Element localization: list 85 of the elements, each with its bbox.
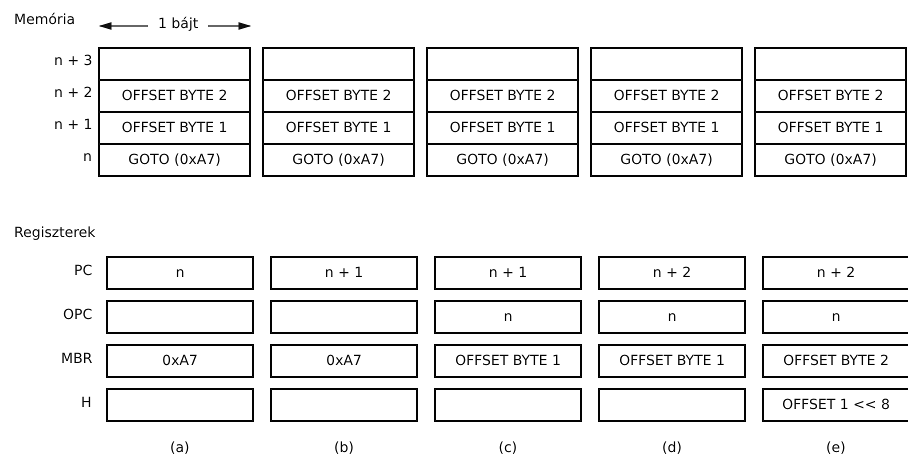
cell-value: OFFSET BYTE 1 — [122, 120, 228, 136]
register-cell — [762, 256, 908, 290]
memory-cell — [426, 111, 579, 145]
cell-value: n — [668, 309, 676, 325]
memory-cell — [590, 79, 743, 113]
register-cell — [762, 300, 908, 334]
panel-label: (a) — [170, 440, 190, 456]
cell-value: OFFSET BYTE 2 — [614, 88, 720, 104]
memory-cell — [98, 47, 251, 81]
cell-value: OFFSET BYTE 1 — [778, 120, 884, 136]
memory-cell — [754, 79, 907, 113]
memory-cell — [426, 47, 579, 81]
register-cell — [434, 344, 582, 378]
memory-cell — [262, 111, 415, 145]
register-cell — [598, 344, 746, 378]
memory-cell — [754, 47, 907, 81]
cell-value: OFFSET BYTE 1 — [619, 353, 725, 369]
dimension-label: 1 bájt — [158, 16, 198, 32]
cell-value: n + 2 — [816, 265, 856, 281]
cell-value: n — [832, 309, 840, 325]
cell-value: n + 1 — [488, 265, 528, 281]
cell-value: OFFSET 1 << 8 — [782, 397, 890, 413]
cell-value: n + 2 — [652, 265, 692, 281]
panel-label: (b) — [334, 440, 354, 456]
cell-value: GOTO (0xA7) — [784, 152, 877, 168]
cell-value: OFFSET BYTE 2 — [450, 88, 556, 104]
panel-label: (c) — [498, 440, 518, 456]
cell-value: OFFSET BYTE 1 — [286, 120, 392, 136]
register-cell — [106, 300, 254, 334]
cell-value: OFFSET BYTE 1 — [614, 120, 720, 136]
cell-value: OFFSET BYTE 2 — [122, 88, 228, 104]
address-label: n + 1 — [54, 117, 92, 133]
cell-value: n + 1 — [324, 265, 364, 281]
cell-value: OFFSET BYTE 2 — [778, 88, 884, 104]
memory-cell — [426, 143, 579, 177]
register-cell — [598, 300, 746, 334]
register-name: MBR — [61, 351, 92, 367]
cell-value: GOTO (0xA7) — [292, 152, 385, 168]
address-label: n + 3 — [54, 53, 92, 69]
address-label: n + 2 — [54, 85, 92, 101]
register-cell — [106, 344, 254, 378]
cell-value: OFFSET BYTE 1 — [455, 353, 561, 369]
cell-value: 0xA7 — [162, 353, 198, 369]
cell-value: n — [504, 309, 512, 325]
register-cell — [434, 256, 582, 290]
register-cell — [434, 300, 582, 334]
register-cell — [106, 388, 254, 422]
cell-value: GOTO (0xA7) — [456, 152, 549, 168]
memory-cell — [262, 47, 415, 81]
memory-cell — [98, 143, 251, 177]
register-cell — [598, 388, 746, 422]
register-cell — [270, 300, 418, 334]
cell-value: GOTO (0xA7) — [620, 152, 713, 168]
register-name: PC — [74, 263, 92, 279]
register-name: OPC — [63, 307, 92, 323]
cell-value: OFFSET BYTE 1 — [450, 120, 556, 136]
register-name: H — [81, 395, 92, 411]
address-label: n — [83, 149, 92, 165]
panel-label: (e) — [826, 440, 846, 456]
register-cell — [434, 388, 582, 422]
section-heading: Regiszterek — [14, 225, 96, 241]
cell-value: 0xA7 — [326, 353, 362, 369]
cell-value: n — [176, 265, 184, 281]
cell-value: GOTO (0xA7) — [128, 152, 221, 168]
cell-value: OFFSET BYTE 2 — [286, 88, 392, 104]
memory-cell — [98, 111, 251, 145]
memory-cell — [590, 47, 743, 81]
memory-cell — [754, 143, 907, 177]
register-cell — [762, 388, 908, 422]
register-cell — [106, 256, 254, 290]
cell-value: OFFSET BYTE 2 — [783, 353, 889, 369]
register-cell — [270, 388, 418, 422]
memory-cell — [262, 143, 415, 177]
panel-label: (d) — [662, 440, 682, 456]
memory-cell — [262, 79, 415, 113]
register-cell — [270, 256, 418, 290]
register-cell — [270, 344, 418, 378]
section-heading: Memória — [14, 12, 76, 28]
register-cell — [598, 256, 746, 290]
memory-cell — [426, 79, 579, 113]
memory-cell — [754, 111, 907, 145]
register-cell — [762, 344, 908, 378]
memory-cell — [590, 143, 743, 177]
memory-cell — [98, 79, 251, 113]
memory-cell — [590, 111, 743, 145]
